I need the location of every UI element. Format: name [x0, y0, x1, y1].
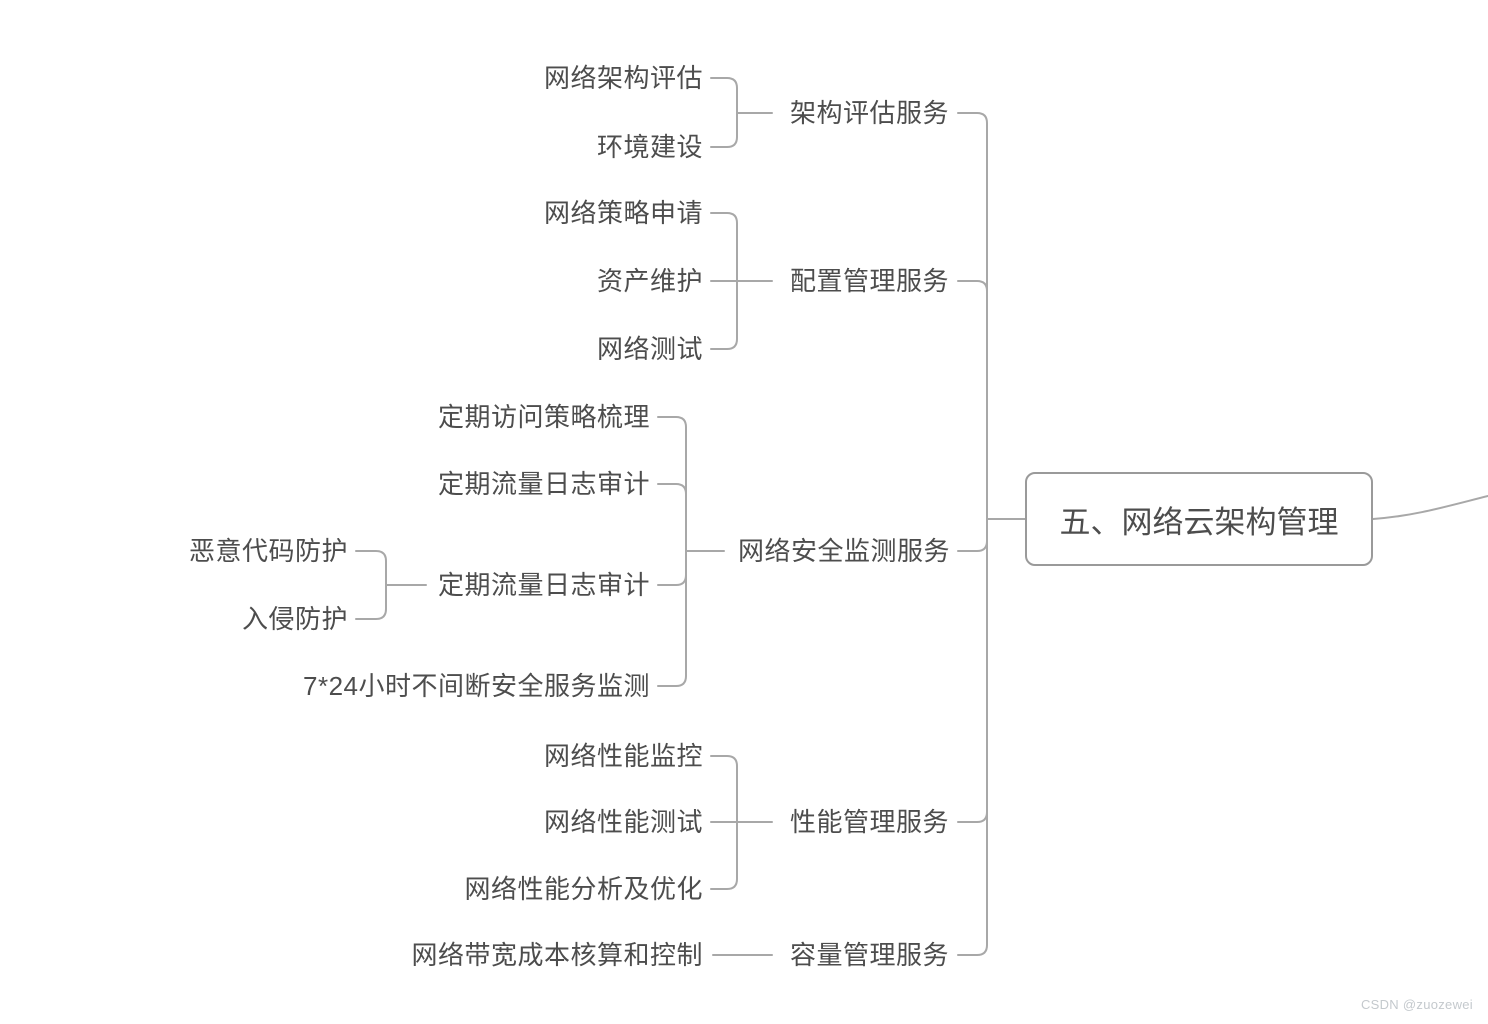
node-malicious-code-protection[interactable]: 恶意代码防护: [188, 536, 348, 566]
node-periodic-traffic-log-audit[interactable]: 定期流量日志审计: [437, 469, 650, 499]
branch4-children-bracket: [710, 755, 738, 890]
node-asset-maintenance[interactable]: 资产维护: [596, 266, 703, 296]
node-periodic-access-policy-review[interactable]: 定期访问策略梳理: [437, 402, 650, 432]
node-network-performance-analysis-optimization[interactable]: 网络性能分析及优化: [464, 874, 703, 904]
trunk-line: [957, 112, 988, 956]
node-capacity-management-service[interactable]: 容量管理服务: [790, 940, 950, 970]
branch3-children-bracket: [657, 416, 687, 687]
node-intrusion-prevention[interactable]: 入侵防护: [241, 604, 348, 634]
node-network-security-monitoring-service[interactable]: 网络安全监测服务: [738, 536, 951, 566]
branch2-children-bracket: [710, 212, 738, 350]
node-network-testing[interactable]: 网络测试: [596, 334, 703, 364]
node-network-performance-testing[interactable]: 网络性能测试: [543, 807, 703, 837]
branch1-children-bracket: [710, 77, 738, 148]
branch4-trunk-elbow: [957, 811, 988, 823]
node-network-policy-application[interactable]: 网络策略申请: [543, 198, 703, 228]
branch3-child3-elbow: [657, 574, 687, 586]
subbranch-children-bracket: [355, 550, 387, 620]
branch2-trunk-elbow: [957, 280, 988, 292]
node-architecture-evaluation-service[interactable]: 架构评估服务: [790, 98, 950, 128]
branch3-trunk-elbow: [957, 540, 988, 552]
node-configuration-management-service[interactable]: 配置管理服务: [790, 266, 950, 296]
branch3-child2-elbow: [657, 483, 687, 495]
node-bandwidth-cost-accounting-control[interactable]: 网络带宽成本核算和控制: [411, 940, 703, 970]
node-network-performance-monitoring[interactable]: 网络性能监控: [543, 741, 703, 771]
node-periodic-traffic-log-audit-2[interactable]: 定期流量日志审计: [437, 570, 650, 600]
node-network-architecture-evaluation[interactable]: 网络架构评估: [543, 63, 703, 93]
node-environment-construction[interactable]: 环境建设: [596, 132, 703, 162]
node-performance-management-service[interactable]: 性能管理服务: [790, 807, 950, 837]
root-parent-connector: [1372, 495, 1488, 520]
node-7x24-security-monitoring[interactable]: 7*24小时不间断安全服务监测: [303, 671, 650, 701]
csdn-watermark: CSDN @zuozewei: [1360, 997, 1473, 1012]
root-node-network-cloud-architecture-management[interactable]: 五、网络云架构管理: [1025, 472, 1373, 566]
